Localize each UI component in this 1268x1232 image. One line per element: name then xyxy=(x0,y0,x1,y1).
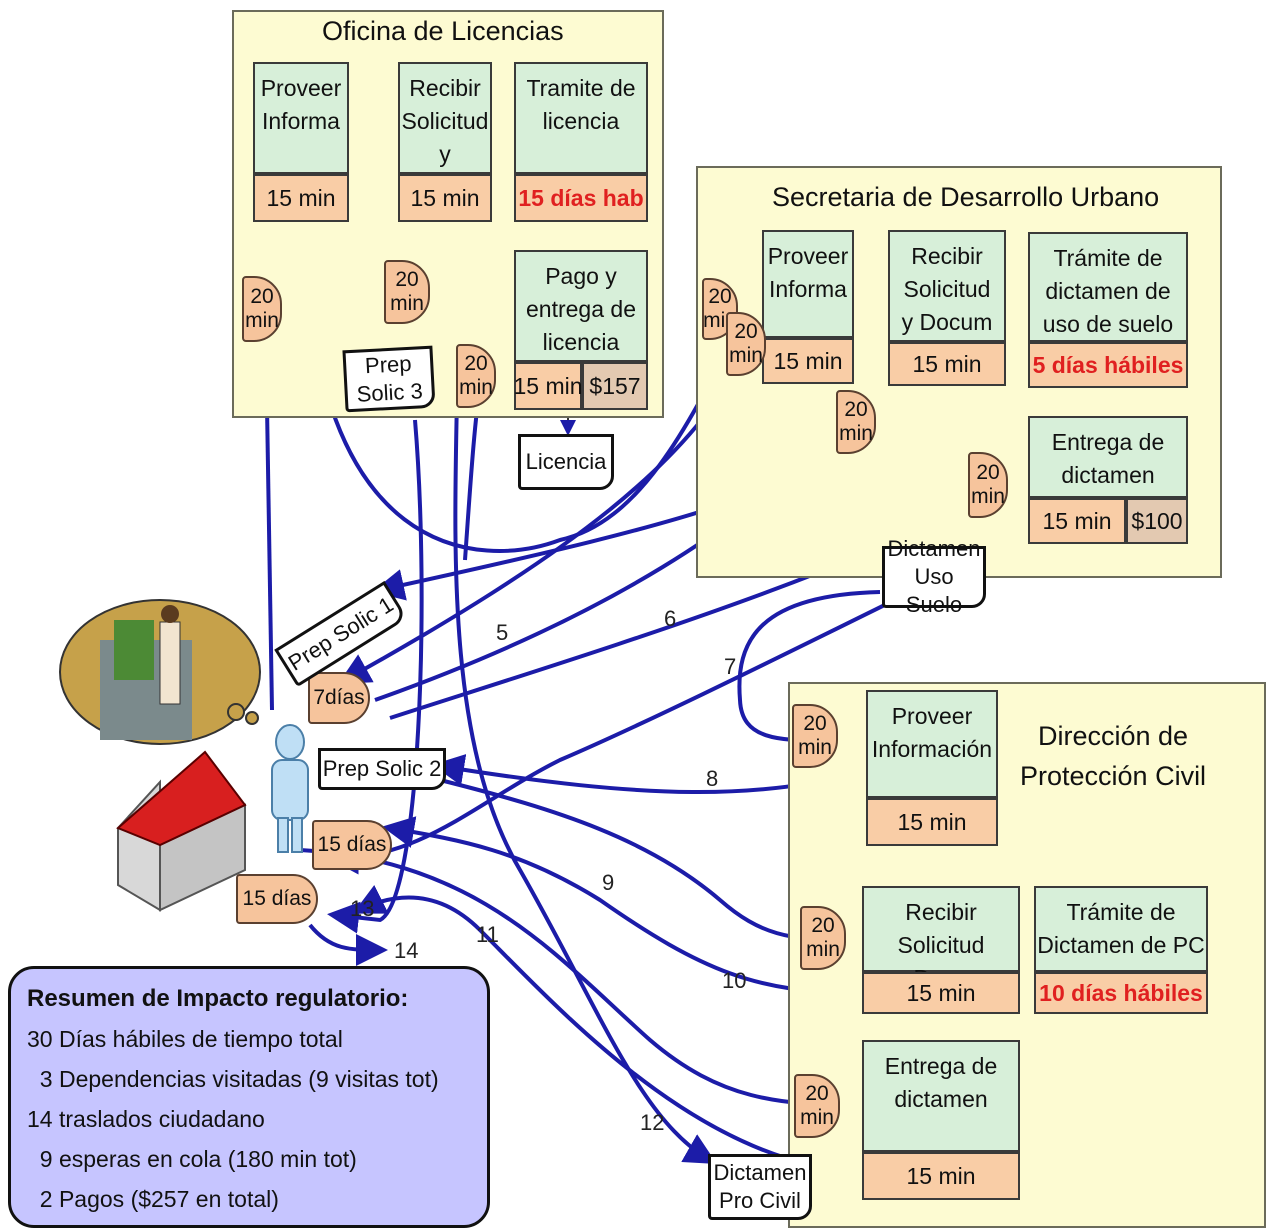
summary-line: 30 Días hábiles de tiempo total xyxy=(27,1026,343,1052)
step-number: 11 xyxy=(476,922,499,947)
activity-tramite-dictamen-suelo: Trámite de dictamen de uso de suelo xyxy=(1028,232,1188,342)
flow-arrow xyxy=(352,884,863,1174)
step-number: 12 xyxy=(640,1110,665,1135)
step-number: 8 xyxy=(706,766,719,791)
document-dictamen-pro-civil: Dictamen Pro Civil xyxy=(708,1154,812,1220)
wait-days: 15 días xyxy=(236,874,318,924)
summary-title: Resumen de Impacto regulatorio: xyxy=(27,985,409,1012)
flow-arrow xyxy=(303,224,759,553)
activity-recibir-solicitud: Recibir Solicitud y Docum xyxy=(888,230,1006,342)
activity-pago-entrega: Pago y entrega de licencia xyxy=(514,250,648,362)
document-prep-solic-2: Prep Solic 2 xyxy=(318,748,446,790)
step-number: 7 xyxy=(724,654,737,679)
wait-days: 7días xyxy=(308,672,370,724)
step-number: 10 xyxy=(722,968,747,993)
step-number: 5 xyxy=(496,620,509,645)
wait-queue: 20 min xyxy=(794,1074,840,1138)
activity-time: 15 min xyxy=(1028,498,1126,544)
wait-queue: 20 min xyxy=(242,276,282,342)
wait-queue: 20 min xyxy=(800,906,846,970)
activity-time: 15 min xyxy=(866,798,998,846)
activity-cost: $157 xyxy=(582,362,648,410)
summary-line: 9 esperas en cola (180 min tot) xyxy=(27,1146,357,1172)
activity-recibir-solicitud: Recibir Solicitud y Docum xyxy=(862,886,1020,991)
step-number: 13 xyxy=(350,896,375,921)
activity-recibir-solicitud: Recibir Solicitud y Docum xyxy=(398,62,492,200)
zone-title: Dirección de Protección Civil xyxy=(1020,721,1207,791)
house-icon xyxy=(116,750,247,912)
thought-cloud-icon xyxy=(59,599,261,745)
activity-time: 15 min xyxy=(862,1152,1020,1200)
wait-queue: 20 min xyxy=(726,312,766,376)
activity-time: 10 días hábiles xyxy=(1034,972,1208,1014)
zone-title: Secretaria de Desarrollo Urbano xyxy=(772,182,1160,212)
activity-proveer-informa: Proveer Informa xyxy=(762,230,854,338)
activity-cost: $100 xyxy=(1126,498,1188,544)
activity-time: 15 min xyxy=(888,342,1006,386)
flow-arrow xyxy=(327,419,424,934)
zone-title: Oficina de Licencias xyxy=(322,16,564,46)
wait-queue: 20 min xyxy=(968,452,1008,518)
citizen-icon xyxy=(271,724,309,853)
activity-time: 15 días hab xyxy=(514,174,648,222)
summary-line: 14 traslados ciudadano xyxy=(27,1106,265,1132)
activity-entrega-dictamen: Entrega de dictamen xyxy=(862,1040,1020,1152)
activity-proveer-informa: Proveer Informa xyxy=(253,62,349,174)
flow-arrow xyxy=(308,923,388,966)
summary-line: 2 Pagos ($257 en total) xyxy=(27,1186,279,1212)
flow-arrow xyxy=(439,778,853,956)
activity-time: 15 min xyxy=(762,338,854,384)
activity-time: 15 min xyxy=(513,362,583,410)
step-number: 6 xyxy=(664,606,677,631)
activity-tramite-licencia: Tramite de licencia xyxy=(514,62,648,174)
wait-days: 15 días xyxy=(312,820,392,870)
wait-queue: 20 min xyxy=(456,344,496,408)
activity-time: 15 min xyxy=(398,174,492,222)
document-licencia: Licencia xyxy=(518,434,614,490)
document-prep-solic-3: Prep Solic 3 xyxy=(342,345,436,413)
step-number: 14 xyxy=(394,938,419,963)
summary-panel: Resumen de Impacto regulatorio: 30 Días … xyxy=(8,966,490,1228)
activity-time: 15 min xyxy=(253,174,349,222)
step-number: 9 xyxy=(602,870,615,895)
activity-time: 5 días hábiles xyxy=(1028,342,1188,388)
activity-time: 15 min xyxy=(862,972,1020,1014)
wait-queue: 20 min xyxy=(836,390,876,454)
activity-tramite-dictamen-pc: Trámite de Dictamen de PC xyxy=(1034,886,1208,972)
flow-arrow xyxy=(382,816,863,995)
wait-queue: 20 min xyxy=(384,260,430,324)
activity-entrega-dictamen: Entrega de dictamen xyxy=(1028,416,1188,498)
activity-proveer-informacion: Proveer Información xyxy=(866,690,998,798)
summary-line: 3 Dependencias visitadas (9 visitas tot) xyxy=(27,1066,439,1092)
flow-arrow xyxy=(299,848,866,1121)
wait-queue: 20 min xyxy=(792,704,838,768)
document-dictamen-uso-suelo: Dictamen Uso Suelo xyxy=(882,536,986,617)
